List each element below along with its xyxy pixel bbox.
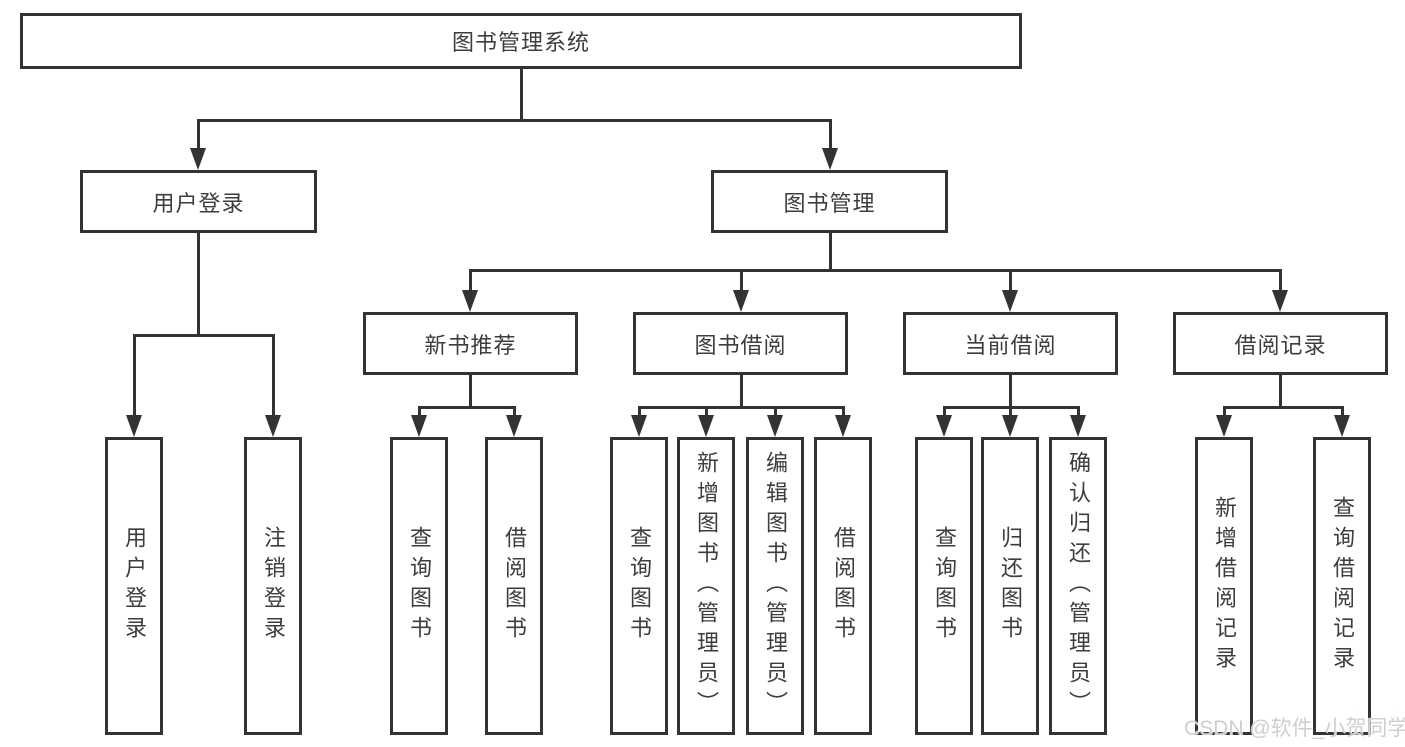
connector-vline xyxy=(1279,375,1282,408)
connector-vline xyxy=(1009,269,1012,292)
leaf-logout: 注销登录 xyxy=(244,437,302,735)
node-label: 编辑图书（管理员） xyxy=(763,451,788,721)
connector-arrowhead xyxy=(411,415,427,437)
node-label: 查询图书 xyxy=(407,526,432,646)
connector-vline xyxy=(740,269,743,292)
connector-vline xyxy=(513,406,516,417)
connector-vline xyxy=(469,375,472,408)
connector-vline xyxy=(272,334,275,417)
node-label: 借阅图书 xyxy=(831,526,856,646)
connector-vline xyxy=(740,375,743,408)
connector-arrowhead xyxy=(1002,415,1018,437)
leaf-query-books-recommend: 查询图书 xyxy=(390,437,448,735)
connector-vline xyxy=(1279,269,1282,292)
node-label: 借阅记录 xyxy=(1234,332,1327,358)
node-current-borrowing: 当前借阅 xyxy=(903,312,1118,375)
connector-hline xyxy=(418,406,516,409)
leaf-query-books-borrowing: 查询图书 xyxy=(610,437,668,735)
connector-arrowhead xyxy=(126,415,142,437)
node-label: 新增借阅记录 xyxy=(1212,496,1237,676)
connector-arrowhead xyxy=(631,415,647,437)
connector-vline xyxy=(1077,406,1080,417)
connector-vline xyxy=(197,233,200,336)
connector-vline xyxy=(829,119,832,152)
connector-arrowhead xyxy=(1070,415,1086,437)
connector-hline xyxy=(197,119,832,122)
leaf-return-books: 归还图书 xyxy=(981,437,1039,735)
connector-arrowhead xyxy=(1334,415,1350,437)
connector-vline xyxy=(1009,375,1012,408)
watermark: CSDN @软件_小贺同学 xyxy=(1184,717,1405,740)
connector-vline xyxy=(520,68,523,121)
connector-arrowhead xyxy=(462,290,478,312)
connector-vline xyxy=(829,233,832,271)
connector-arrowhead xyxy=(835,415,851,437)
connector-vline xyxy=(1341,406,1344,417)
node-label: 图书管理系统 xyxy=(451,30,590,55)
node-label: 确认归还（管理员） xyxy=(1066,451,1091,721)
leaf-query-books-current: 查询图书 xyxy=(915,437,973,735)
connector-vline xyxy=(1009,406,1012,417)
connector-vline xyxy=(133,334,136,417)
node-library-system-root: 图书管理系统 xyxy=(20,13,1022,69)
leaf-add-book-admin: 新增图书（管理员） xyxy=(677,437,735,735)
connector-vline xyxy=(638,406,641,417)
connector-hline xyxy=(1223,406,1344,409)
node-book-borrowing: 图书借阅 xyxy=(633,312,848,375)
connector-vline xyxy=(1223,406,1226,417)
connector-hline xyxy=(638,406,845,409)
connector-vline xyxy=(197,119,200,152)
connector-vline xyxy=(842,406,845,417)
leaf-confirm-return-admin: 确认归还（管理员） xyxy=(1049,437,1107,735)
connector-arrowhead xyxy=(767,415,783,437)
connector-vline xyxy=(943,406,946,417)
node-label: 新增图书（管理员） xyxy=(694,451,719,721)
leaf-borrow-books-borrowing: 借阅图书 xyxy=(814,437,872,735)
connector-hline xyxy=(133,334,275,337)
node-label: 注销登录 xyxy=(261,526,286,646)
connector-arrowhead xyxy=(1272,290,1288,312)
node-label: 当前借阅 xyxy=(964,332,1057,358)
connector-arrowhead xyxy=(506,415,522,437)
connector-arrowhead xyxy=(190,148,206,170)
node-label: 归还图书 xyxy=(998,526,1023,646)
leaf-user-login: 用户登录 xyxy=(105,437,163,735)
connector-vline xyxy=(705,406,708,417)
leaf-borrow-books-recommend: 借阅图书 xyxy=(485,437,543,735)
node-label: 查询图书 xyxy=(932,526,957,646)
node-book-management: 图书管理 xyxy=(711,170,948,233)
connector-vline xyxy=(774,406,777,417)
connector-arrowhead xyxy=(265,415,281,437)
node-label: 图书借阅 xyxy=(694,332,787,358)
node-label: 查询借阅记录 xyxy=(1330,496,1355,676)
leaf-query-borrow-record: 查询借阅记录 xyxy=(1313,437,1371,735)
connector-vline xyxy=(418,406,421,417)
node-new-book-recommendation: 新书推荐 xyxy=(363,312,578,375)
leaf-add-borrow-record: 新增借阅记录 xyxy=(1195,437,1253,735)
node-label: 查询图书 xyxy=(627,526,652,646)
connector-vline xyxy=(469,269,472,292)
connector-hline xyxy=(469,269,1282,272)
node-label: 借阅图书 xyxy=(502,526,527,646)
connector-arrowhead xyxy=(1002,290,1018,312)
node-label: 用户登录 xyxy=(122,526,147,646)
leaf-edit-book-admin: 编辑图书（管理员） xyxy=(746,437,804,735)
node-label: 图书管理 xyxy=(783,190,876,216)
connector-arrowhead xyxy=(936,415,952,437)
node-label: 用户登录 xyxy=(152,190,245,216)
connector-arrowhead xyxy=(1216,415,1232,437)
connector-arrowhead xyxy=(822,148,838,170)
connector-arrowhead xyxy=(733,290,749,312)
node-user-login: 用户登录 xyxy=(80,170,317,233)
node-borrowing-records: 借阅记录 xyxy=(1173,312,1388,375)
node-label: 新书推荐 xyxy=(424,332,517,358)
connector-arrowhead xyxy=(698,415,714,437)
